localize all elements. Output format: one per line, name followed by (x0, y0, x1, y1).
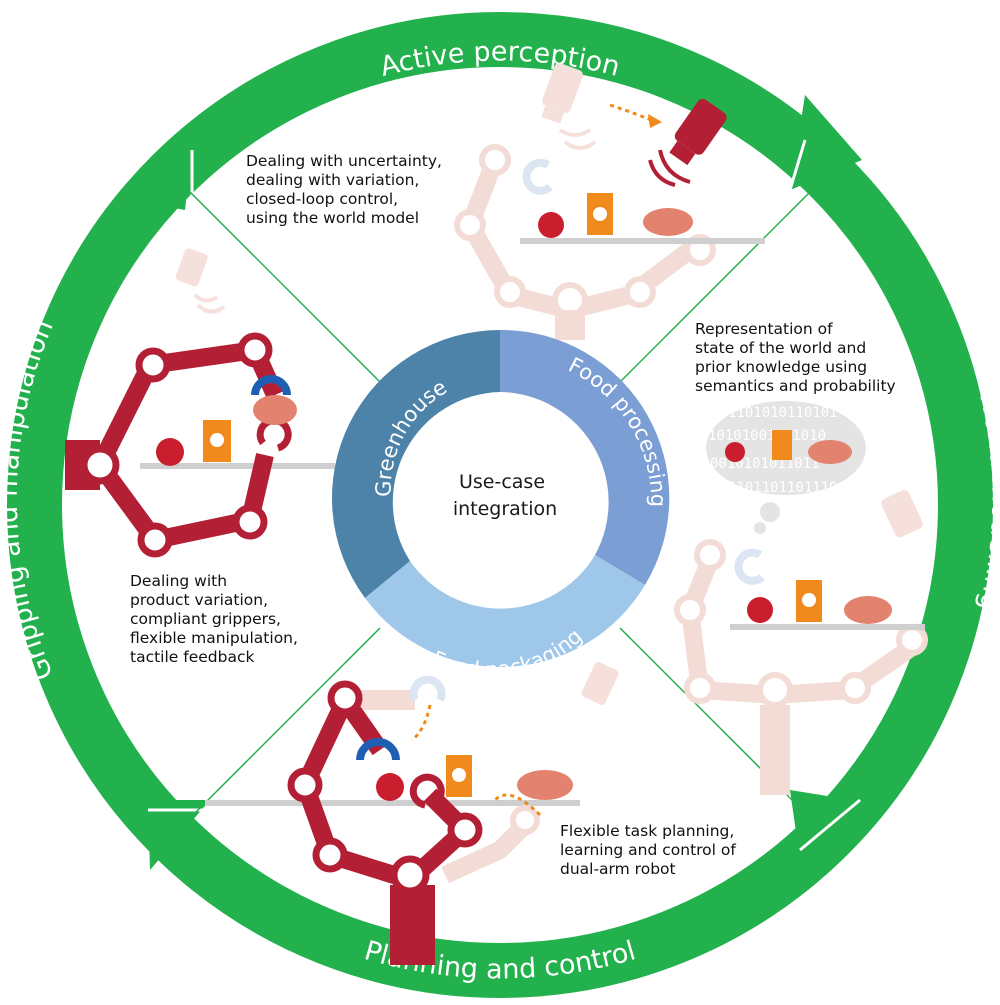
binary-line-4: 1101101101110 (728, 480, 838, 496)
desc-line: product variation, (130, 591, 269, 609)
desc-line: closed-loop control, (246, 190, 399, 208)
meat-icon (643, 208, 693, 236)
description-planning: Flexible task planning, learning and con… (560, 822, 736, 879)
sensor-icon (669, 98, 727, 166)
center-label-line1: Use-case (459, 471, 545, 493)
description-world-modelling: Representation of state of the world and… (695, 320, 896, 396)
segment-food-packaging (365, 555, 645, 667)
desc-line: Flexible task planning, (560, 822, 735, 840)
illustration-gripping (65, 248, 335, 558)
desc-line: prior knowledge using (695, 358, 868, 376)
description-active-perception: Dealing with uncertainty, dealing with v… (246, 152, 442, 228)
illustration-planning (205, 662, 619, 965)
binary-line-3: 0010101011011 (710, 456, 820, 472)
desc-line: dual-arm robot (560, 860, 676, 878)
desc-line: Dealing with uncertainty, (246, 152, 442, 170)
cycle-arrow-bottom-left (148, 800, 210, 870)
binary-line-2: 10101001101010 (708, 428, 826, 444)
desc-line: dealing with variation, (246, 171, 420, 189)
cycle-arrow-top-right (790, 95, 862, 190)
gripper-icon (251, 375, 291, 396)
segment-greenhouse (331, 330, 500, 598)
desc-line: state of the world and (695, 339, 867, 357)
description-gripping: Dealing with product variation, complian… (130, 572, 298, 667)
desc-line: tactile feedback (130, 648, 255, 666)
desc-line: using the world model (246, 209, 420, 227)
illustration-world-modelling: 1101010110101 10101001101010 00101010110… (674, 401, 928, 795)
illustration-active-perception (454, 63, 765, 340)
desc-line: semantics and probability (695, 377, 896, 395)
segment-food-processing (500, 329, 670, 585)
outer-cycle-ring (7, 12, 993, 998)
desc-line: Dealing with (130, 572, 228, 590)
cycle-arrow-bottom-right (790, 790, 852, 860)
cycle-arrow-top-left (130, 150, 192, 210)
use-case-donut (331, 329, 670, 667)
desc-line: learning and control of (560, 841, 736, 859)
center-label-line2: integration (453, 498, 557, 520)
desc-line: flexible manipulation, (130, 629, 298, 647)
desc-line: compliant grippers, (130, 610, 281, 628)
binary-line-1: 1101010110101 (728, 405, 838, 421)
desc-line: Representation of (695, 320, 833, 338)
tomato-icon (538, 212, 564, 238)
